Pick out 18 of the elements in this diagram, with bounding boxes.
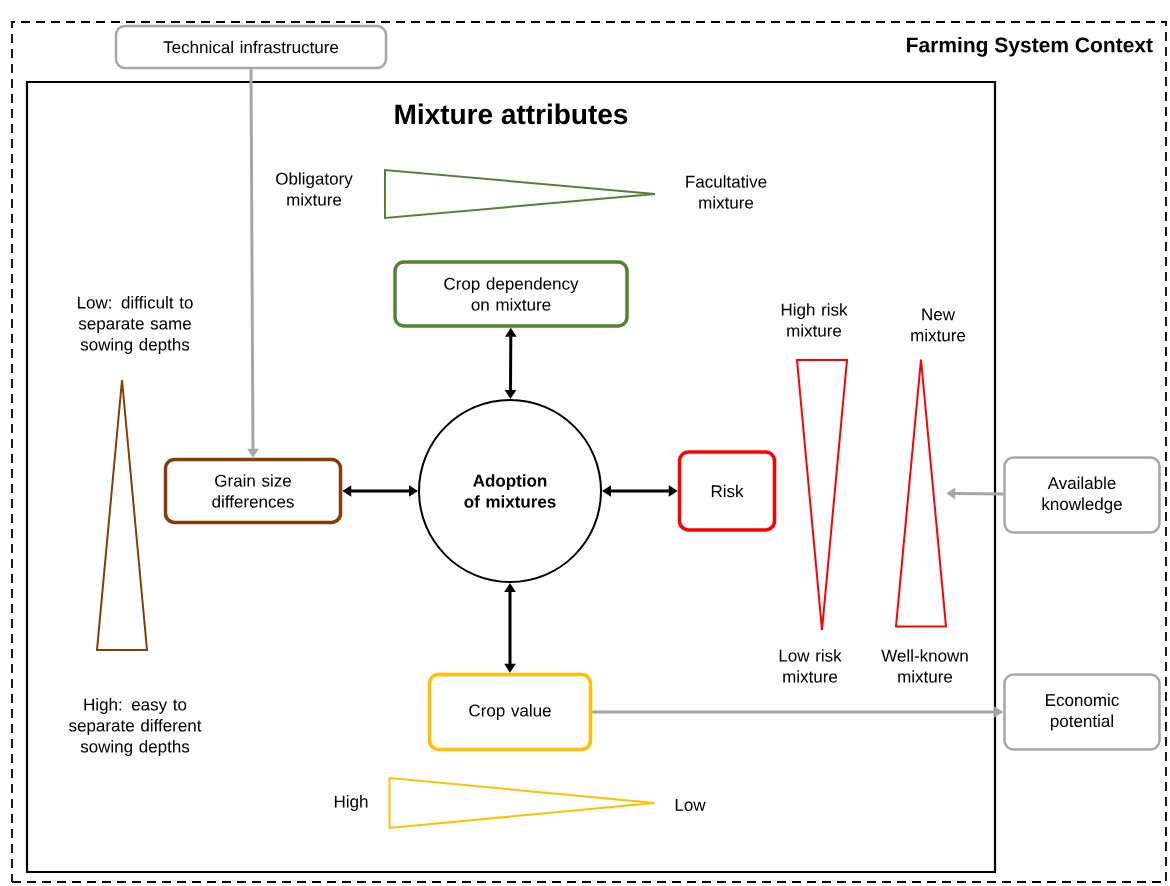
scale-label: Low: difficult to separate same sowing depths [77,296,193,354]
scale-label: Well-known mixture [881,649,968,683]
rounded-box: Crop value [427,672,593,752]
rounded-box: Economic potential [1003,673,1161,751]
scale-label: High risk mixture [781,303,848,337]
rounded-box: Grain size differences [163,457,343,525]
rounded-box: Crop dependency on mixture [393,260,629,328]
scale-label: Obligatory mixture [276,172,353,206]
scale-label: New mixture [911,308,966,342]
scale-label: High [334,795,368,811]
rounded-box: Technical infrastructure [114,24,388,70]
scale-label: Low [675,799,706,811]
scale-label: High: easy to separate different sowing depths [69,698,202,756]
diagram-title: Mixture attributes [395,103,628,125]
rounded-box: Risk [677,450,777,532]
rounded-box: Available knowledge [1003,456,1161,534]
scale-label: Low risk mixture [779,649,842,683]
scale-label: Facultative mixture [686,175,767,209]
